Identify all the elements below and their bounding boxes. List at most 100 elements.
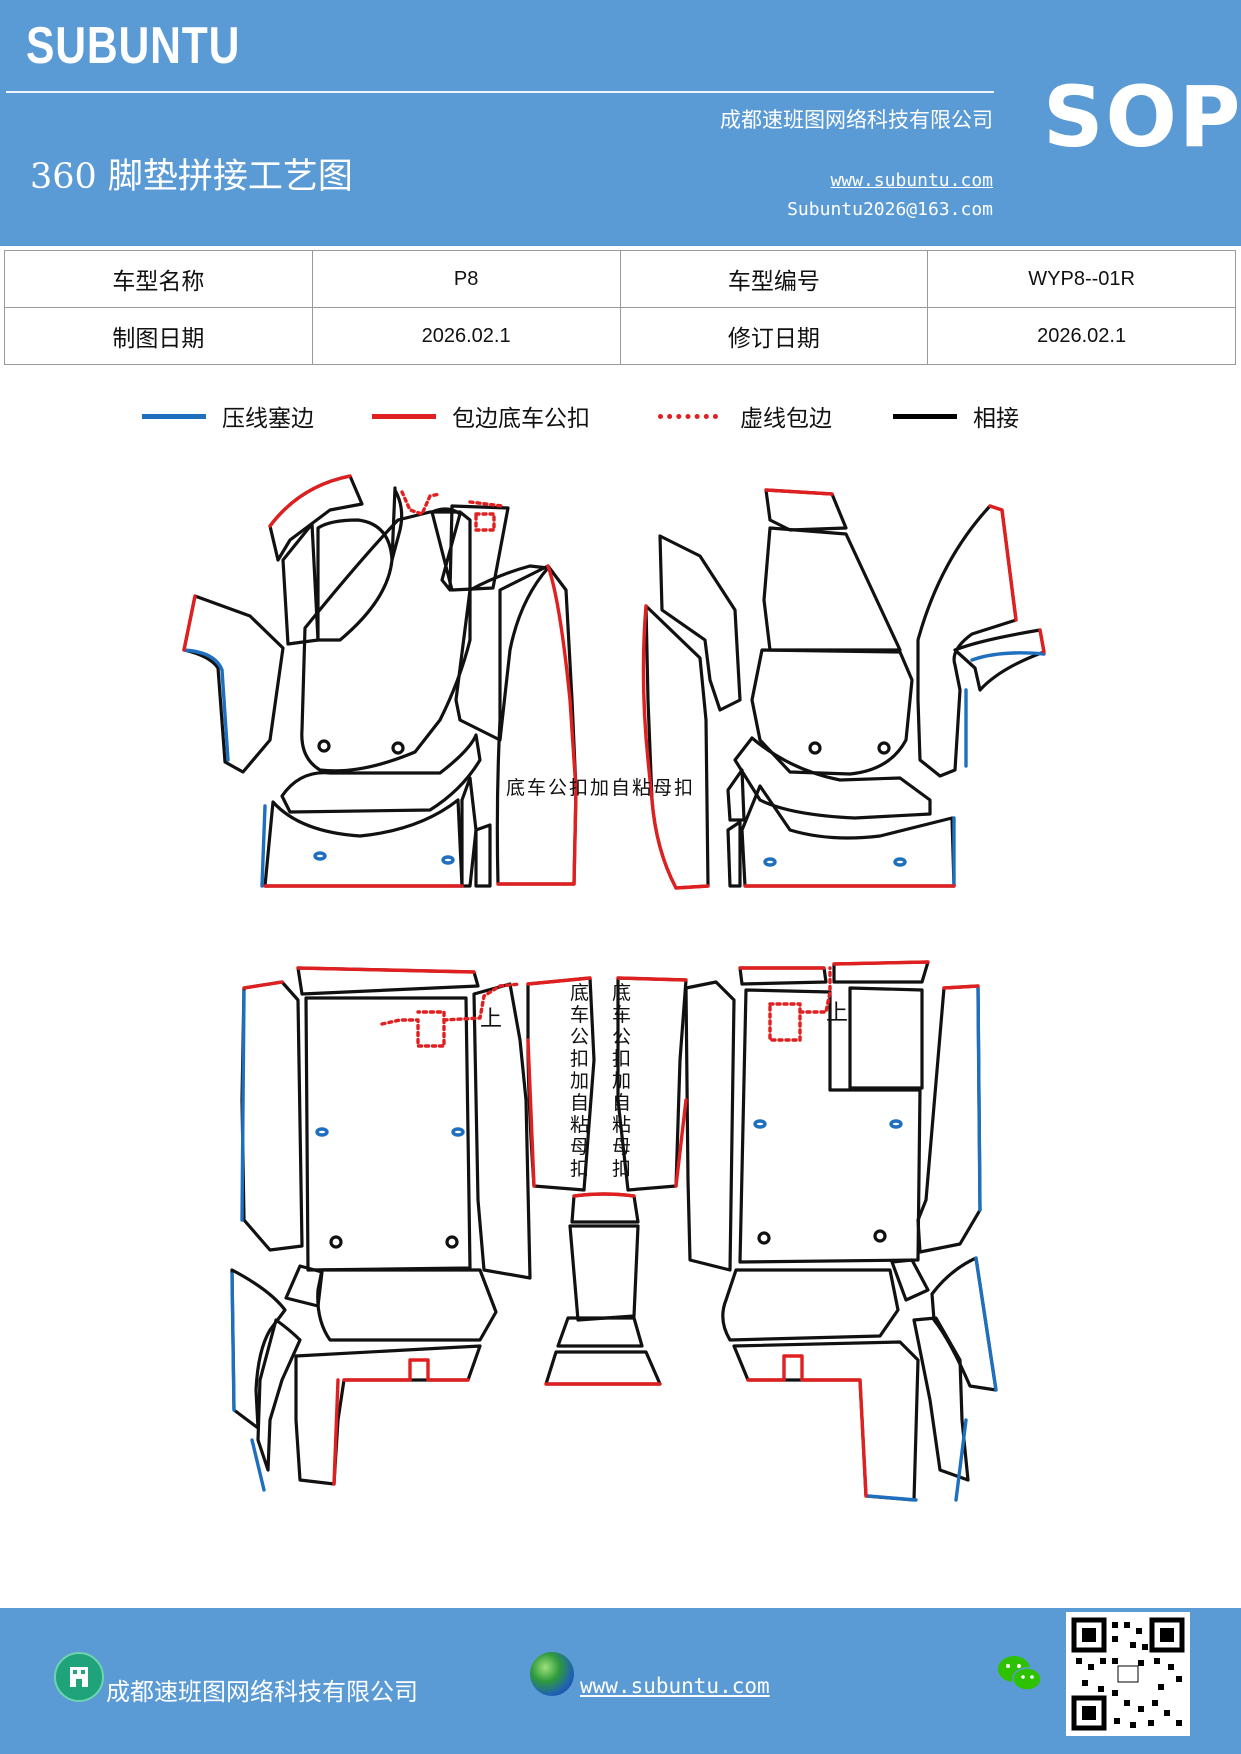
note-rear-right-fastener: 底车公扣加自粘母扣 bbox=[612, 982, 632, 1180]
up-marker-left: 上 bbox=[480, 1007, 502, 1032]
model-name-label: 车型名称 bbox=[4, 250, 313, 308]
mat-piece-front-left-tunnel bbox=[454, 564, 550, 742]
legend-swatch-red bbox=[372, 413, 436, 419]
edge-line bbox=[832, 960, 930, 966]
mat-piece-front-right-slot1 bbox=[726, 768, 746, 822]
edge-line bbox=[1038, 628, 1046, 654]
header-divider bbox=[6, 91, 994, 93]
note-rear-left-container: 底车公扣加自粘母扣 bbox=[570, 982, 590, 1180]
press-line bbox=[250, 1438, 266, 1492]
edge-line bbox=[342, 1358, 470, 1382]
press-line bbox=[230, 1272, 236, 1412]
building-icon bbox=[54, 1652, 104, 1702]
mat-piece-rear-right-edge2 bbox=[912, 1316, 970, 1482]
mat-piece-rear-center-hump bbox=[570, 1192, 640, 1224]
mat-piece-rear-left-main bbox=[304, 996, 472, 1272]
mat-piece-front-left-strip2 bbox=[390, 486, 404, 562]
document-title: 360 脚垫拼接工艺图 bbox=[30, 157, 353, 197]
edge-line bbox=[242, 980, 284, 990]
header-banner: SUBUNTU 成都速班图网络科技有限公司 360 脚垫拼接工艺图 www.su… bbox=[0, 0, 1241, 246]
email-address: Subuntu2026@163.com bbox=[787, 199, 993, 220]
mat-hole bbox=[391, 741, 405, 755]
model-name-value: P8 bbox=[311, 250, 621, 308]
press-line bbox=[260, 804, 267, 888]
mat-piece-front-left-slot1 bbox=[460, 776, 478, 888]
brand-logo: SUBUNTU bbox=[26, 17, 241, 75]
website-link[interactable]: www.subuntu.com bbox=[830, 170, 993, 191]
clip-mark bbox=[441, 855, 455, 865]
legend-item-joint: 相接 bbox=[893, 396, 1019, 436]
mat-piece-rear-right-heel bbox=[732, 1340, 920, 1502]
press-line bbox=[182, 648, 230, 762]
press-line bbox=[954, 1418, 968, 1502]
mat-piece-rear-right-side bbox=[684, 980, 736, 1272]
edge-line bbox=[572, 1192, 636, 1198]
legend-item-dotted-edge: 虚线包边 bbox=[658, 396, 832, 436]
footer-website-link[interactable]: www.subuntu.com bbox=[580, 1674, 770, 1698]
mat-piece-rear-center-base bbox=[544, 1350, 662, 1386]
mat-piece-rear-left-side bbox=[472, 982, 532, 1280]
dotted-edge-line bbox=[474, 512, 496, 532]
mat-piece-front-right-heel bbox=[733, 736, 932, 820]
revise-date-value: 2026.02.1 bbox=[927, 307, 1236, 365]
company-name: 成都速班图网络科技有限公司 bbox=[720, 108, 993, 132]
dotted-edge-line bbox=[442, 982, 522, 1022]
legend-label: 相接 bbox=[973, 406, 1019, 432]
edge-line bbox=[526, 976, 592, 986]
mat-piece-front-right-panel bbox=[762, 526, 902, 652]
mat-hole bbox=[317, 739, 331, 753]
legend-swatch-blue bbox=[142, 413, 206, 419]
floor-mat-drawing: 底车公扣加自粘母扣 上 上 底车公扣加自粘母扣 底车公扣加自粘母扣 bbox=[182, 474, 1046, 1502]
edge-line bbox=[332, 1378, 340, 1486]
mat-piece-rear-left-edge2 bbox=[256, 1318, 302, 1472]
edge-line bbox=[641, 604, 710, 890]
mat-piece-rear-left-heel bbox=[294, 1344, 482, 1486]
mat-piece-front-left-sill bbox=[280, 733, 482, 814]
edge-line bbox=[746, 1354, 868, 1498]
mat-piece-rear-left-small bbox=[284, 1264, 324, 1308]
line-legend: 压线塞边 包边底车公扣 虚线包边 相接 bbox=[0, 396, 1241, 436]
dotted-edge-line bbox=[400, 490, 442, 516]
mat-piece-rear-right-top bbox=[738, 966, 828, 986]
mat-piece-rear-left-outer bbox=[240, 980, 304, 1252]
draw-date-value: 2026.02.1 bbox=[311, 307, 621, 365]
edge-line bbox=[942, 984, 980, 990]
clip-mark bbox=[763, 857, 777, 867]
info-table: 车型名称 P8 车型编号 WYP8--01R 制图日期 2026.02.1 修订… bbox=[4, 250, 1236, 365]
clip-mark bbox=[315, 1127, 329, 1137]
edge-line bbox=[674, 1098, 688, 1188]
globe-icon bbox=[530, 1652, 574, 1696]
mat-piece-front-right-inner bbox=[658, 534, 742, 712]
edge-line bbox=[268, 474, 352, 528]
edge-line bbox=[546, 564, 578, 886]
mat-piece-front-left-pillar2 bbox=[316, 518, 394, 642]
legend-swatch-black bbox=[893, 413, 957, 419]
note-front-fastener: 底车公扣加自粘母扣 bbox=[506, 777, 695, 799]
press-line bbox=[970, 651, 1046, 662]
edge-line bbox=[616, 976, 688, 982]
mat-piece-rear-center-step bbox=[556, 1316, 644, 1348]
edge-line bbox=[296, 966, 476, 974]
note-rear-left-fastener: 底车公扣加自粘母扣 bbox=[570, 982, 590, 1180]
clip-mark bbox=[893, 857, 907, 867]
mat-hole bbox=[445, 1235, 459, 1249]
mat-piece-front-right-side bbox=[644, 604, 710, 890]
wechat-icon[interactable] bbox=[996, 1652, 1044, 1696]
dotted-edge-line bbox=[768, 1002, 802, 1042]
mat-piece-front-right-sill bbox=[740, 784, 956, 888]
dotted-edge-line bbox=[798, 966, 832, 1014]
mat-piece-front-left-footwell bbox=[300, 510, 472, 773]
footer-company-name: 成都速班图网络科技有限公司 bbox=[106, 1678, 418, 1706]
info-row: 车型名称 P8 车型编号 WYP8--01R bbox=[4, 250, 1236, 308]
mat-hole bbox=[808, 741, 822, 755]
mat-piece-front-right-slot2 bbox=[726, 820, 742, 888]
legend-swatch-red-dotted bbox=[658, 413, 718, 419]
press-line bbox=[976, 986, 982, 1212]
mat-piece-front-left-slot2 bbox=[474, 823, 492, 888]
mat-piece-front-right-floor bbox=[750, 648, 914, 776]
legend-label: 虚线包边 bbox=[740, 406, 832, 432]
mat-hole bbox=[329, 1235, 343, 1249]
edge-line bbox=[182, 594, 197, 652]
mat-piece-rear-right-sill bbox=[721, 1268, 900, 1342]
clip-mark bbox=[313, 851, 327, 861]
